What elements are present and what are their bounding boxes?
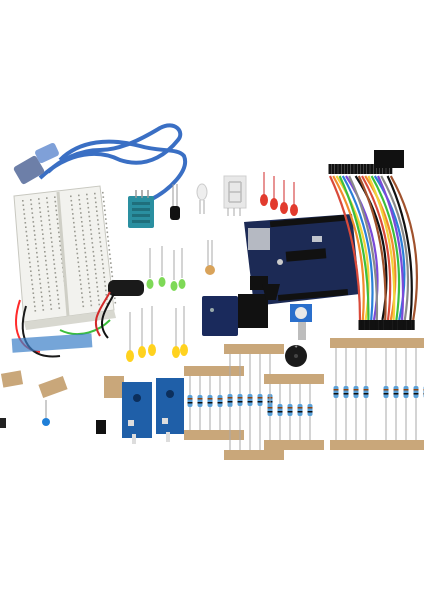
red-led [290,204,298,216]
resistor [383,386,389,398]
resistor [227,394,233,406]
resistor [343,386,349,398]
green-led [146,279,154,289]
jumper-wire [357,175,387,321]
green-led [158,277,166,287]
ir-receiver [170,184,180,220]
yellow-led [172,346,180,358]
resistor [257,394,263,406]
yellow-led [148,344,156,356]
sensor-modules [122,378,184,444]
resistor [353,386,359,398]
resistor [393,386,399,398]
resistor [403,386,409,398]
sensor-module-1 [122,382,152,438]
seven-segment-display [223,175,247,216]
atmega-chip [285,248,327,262]
resistor [333,386,339,398]
tape-label [330,440,380,450]
tape-label [264,440,324,450]
jumper-wire [338,175,370,321]
resistor [237,394,243,406]
tape-label [330,338,380,348]
usb-cable [13,123,188,202]
dht11-sensor [128,190,154,228]
resistor [413,386,419,398]
resistor [287,404,293,416]
potentiometer [290,304,312,340]
red-led [280,202,288,214]
jumper-wires [328,150,418,330]
jumper-wire [329,175,362,321]
tape-label [184,366,244,376]
resistor-strips [184,338,424,460]
yellow-leds [126,306,188,362]
jumper-wire [380,175,410,321]
resistor [297,404,303,416]
jumper-wire [367,175,396,321]
breadboard [13,185,117,330]
tape-label [264,374,324,384]
resistor [197,395,203,407]
resistor [277,404,283,416]
small-components [0,370,124,434]
yellow-led [180,344,188,356]
red-leds [260,172,298,216]
tape-label [380,440,424,450]
sensor-module-2 [156,378,184,434]
jumper-wire [389,175,418,321]
tape-label [224,450,284,460]
jumper-wire [348,175,379,321]
breadboard-holes [22,191,117,312]
jumper-wire [370,175,401,321]
red-led [270,198,278,210]
green-leds [146,246,186,291]
tape-label [224,344,284,354]
jumper-wire [341,175,374,321]
resistor [267,404,273,416]
relay-module [202,284,280,336]
resistor [207,395,213,407]
usb-plug [13,155,45,185]
red-led [260,194,268,206]
jumper-wire [351,175,383,321]
photoresistor [205,240,215,275]
tape-label [184,430,244,440]
green-led [178,279,186,289]
usb-b-port [248,228,270,250]
breadboard-wires [11,299,111,358]
clear-led [196,183,208,214]
resistor [247,394,253,406]
green-led [170,281,178,291]
yellow-led [138,346,146,358]
jumper-wire [377,175,405,321]
yellow-led [126,350,134,362]
resistor [187,395,193,407]
arduino-uno-board [244,214,360,306]
resistor [363,386,369,398]
resistor [307,404,313,416]
jumper-wire [332,175,365,321]
jumper-wire [361,175,392,321]
buzzer: + [285,344,307,367]
svg-text:+: + [294,344,297,349]
jumper-wire [386,175,413,321]
tape-label [380,338,424,348]
resistor [217,395,223,407]
battery-clip [94,280,144,339]
